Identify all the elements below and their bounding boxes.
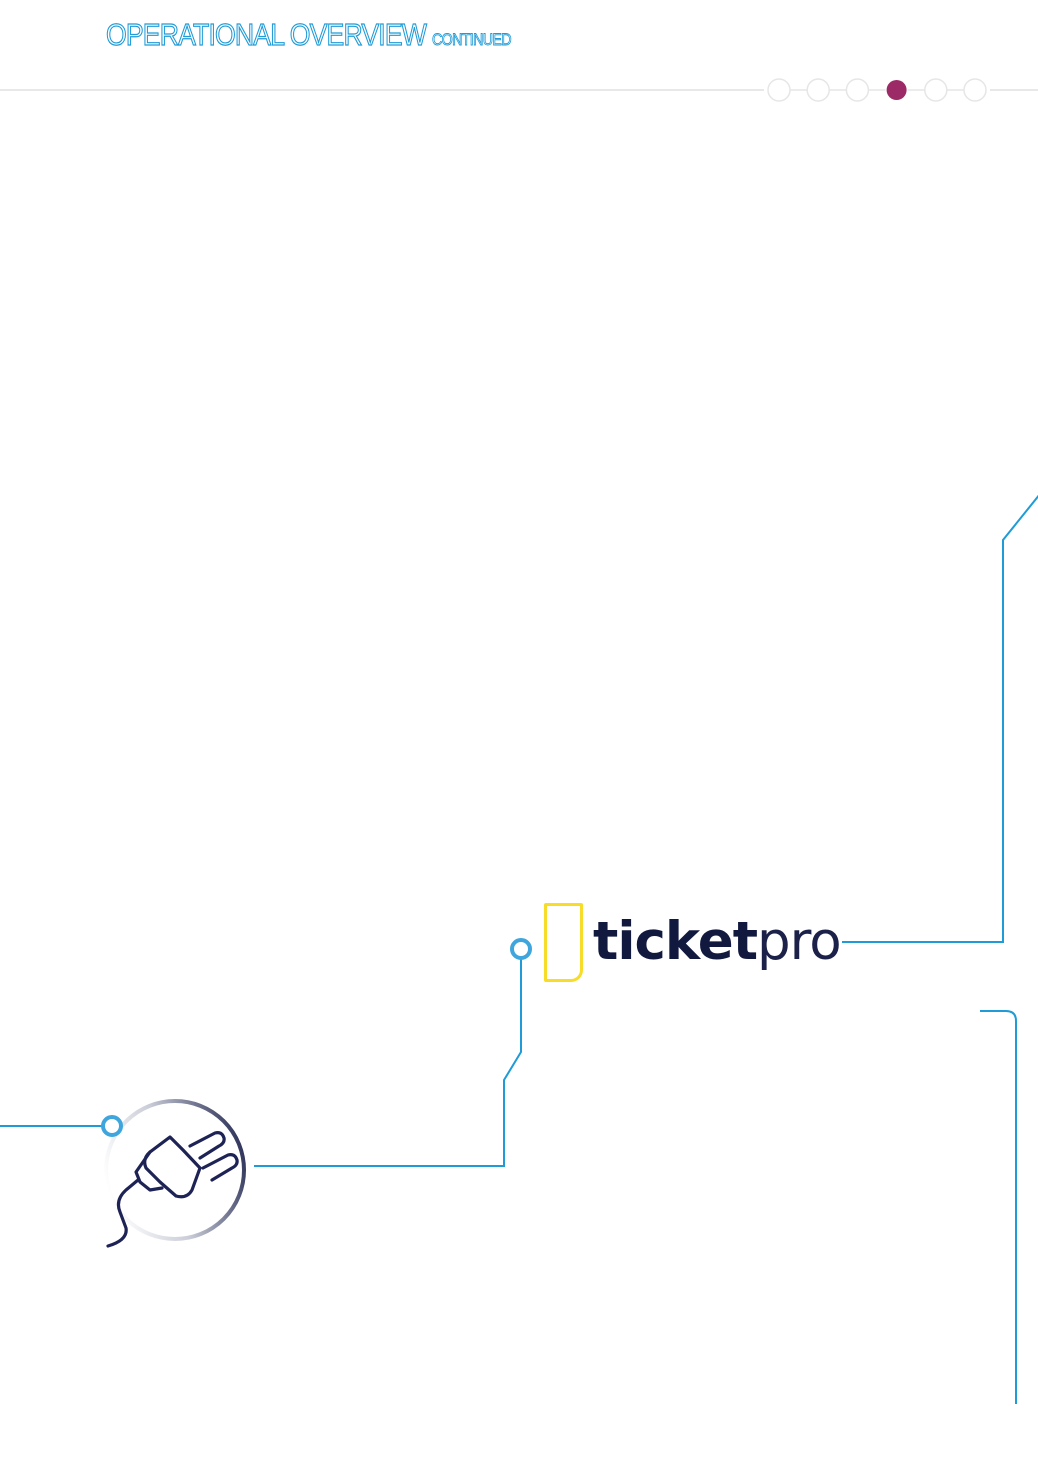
circuit-line-right-lower (980, 1010, 1017, 1404)
progress-dot (963, 78, 987, 102)
page-title-main: OPERATIONAL OVERVIEW (105, 17, 427, 52)
logo-text-ticket: ticket (593, 911, 758, 972)
progress-dot-active (886, 80, 907, 100)
logo-text-pro: pro (757, 911, 842, 972)
circuit-line-logo-plug (254, 958, 522, 1167)
progress-dot (767, 78, 791, 102)
plug-ring (104, 1099, 246, 1241)
progress-dot (845, 78, 870, 102)
ticketpro-logo-mark (544, 903, 583, 982)
ticketpro-logo: ticketpro (543, 902, 842, 986)
progress-dot (924, 78, 948, 102)
progress-indicator (764, 78, 990, 102)
page-title-continued: CONTINUED (432, 30, 512, 49)
ticketpro-wordmark: ticketpro (593, 906, 842, 978)
page-title: OPERATIONAL OVERVIEW (105, 17, 478, 52)
connector-node-logo (510, 938, 532, 960)
connector-node-plug (101, 1115, 123, 1137)
circuit-line-logo-right (842, 494, 1038, 943)
plug-icon (106, 1130, 239, 1248)
progress-dot (806, 78, 830, 102)
